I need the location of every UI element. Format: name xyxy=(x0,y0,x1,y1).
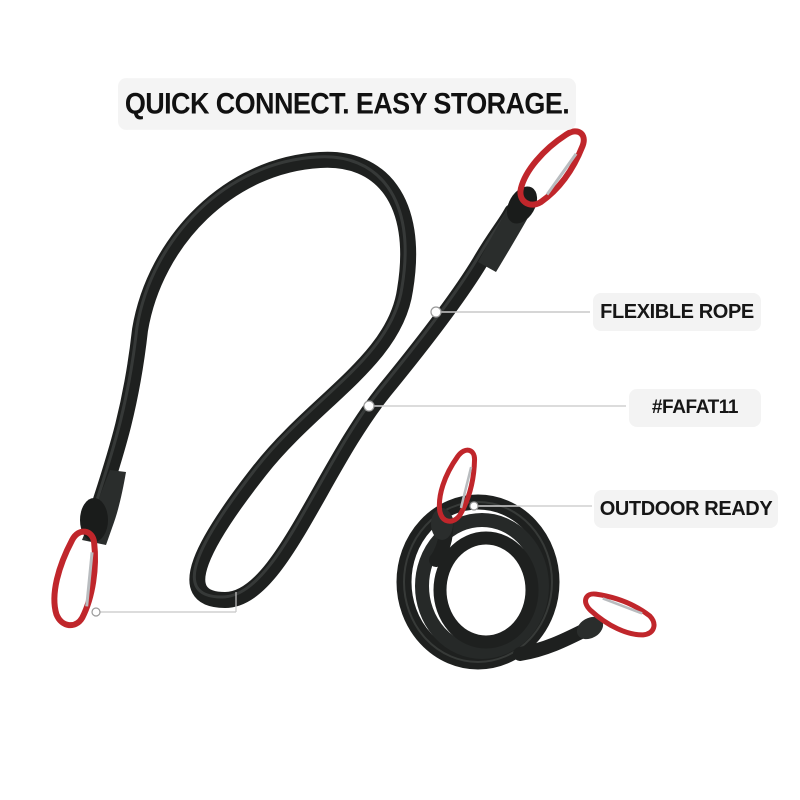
callout-outdoor-ready: OUTDOOR READY xyxy=(594,490,778,528)
leader-lines xyxy=(91,306,626,617)
headline: QUICK CONNECT. EASY STORAGE. xyxy=(118,78,576,130)
callout-flexible-rope: FLEXIBLE ROPE xyxy=(593,293,761,331)
carabiner-coil-bottom xyxy=(583,591,657,638)
carabiner-coil-top xyxy=(436,447,478,524)
carabiner-left xyxy=(51,528,98,629)
callout-code: #FAFAT11 xyxy=(629,389,761,427)
end-cap-right xyxy=(506,186,538,224)
end-sleeve-right xyxy=(478,208,530,272)
long-rope xyxy=(84,151,520,609)
carabiner-top xyxy=(517,128,587,208)
coiled-rope xyxy=(396,494,604,670)
